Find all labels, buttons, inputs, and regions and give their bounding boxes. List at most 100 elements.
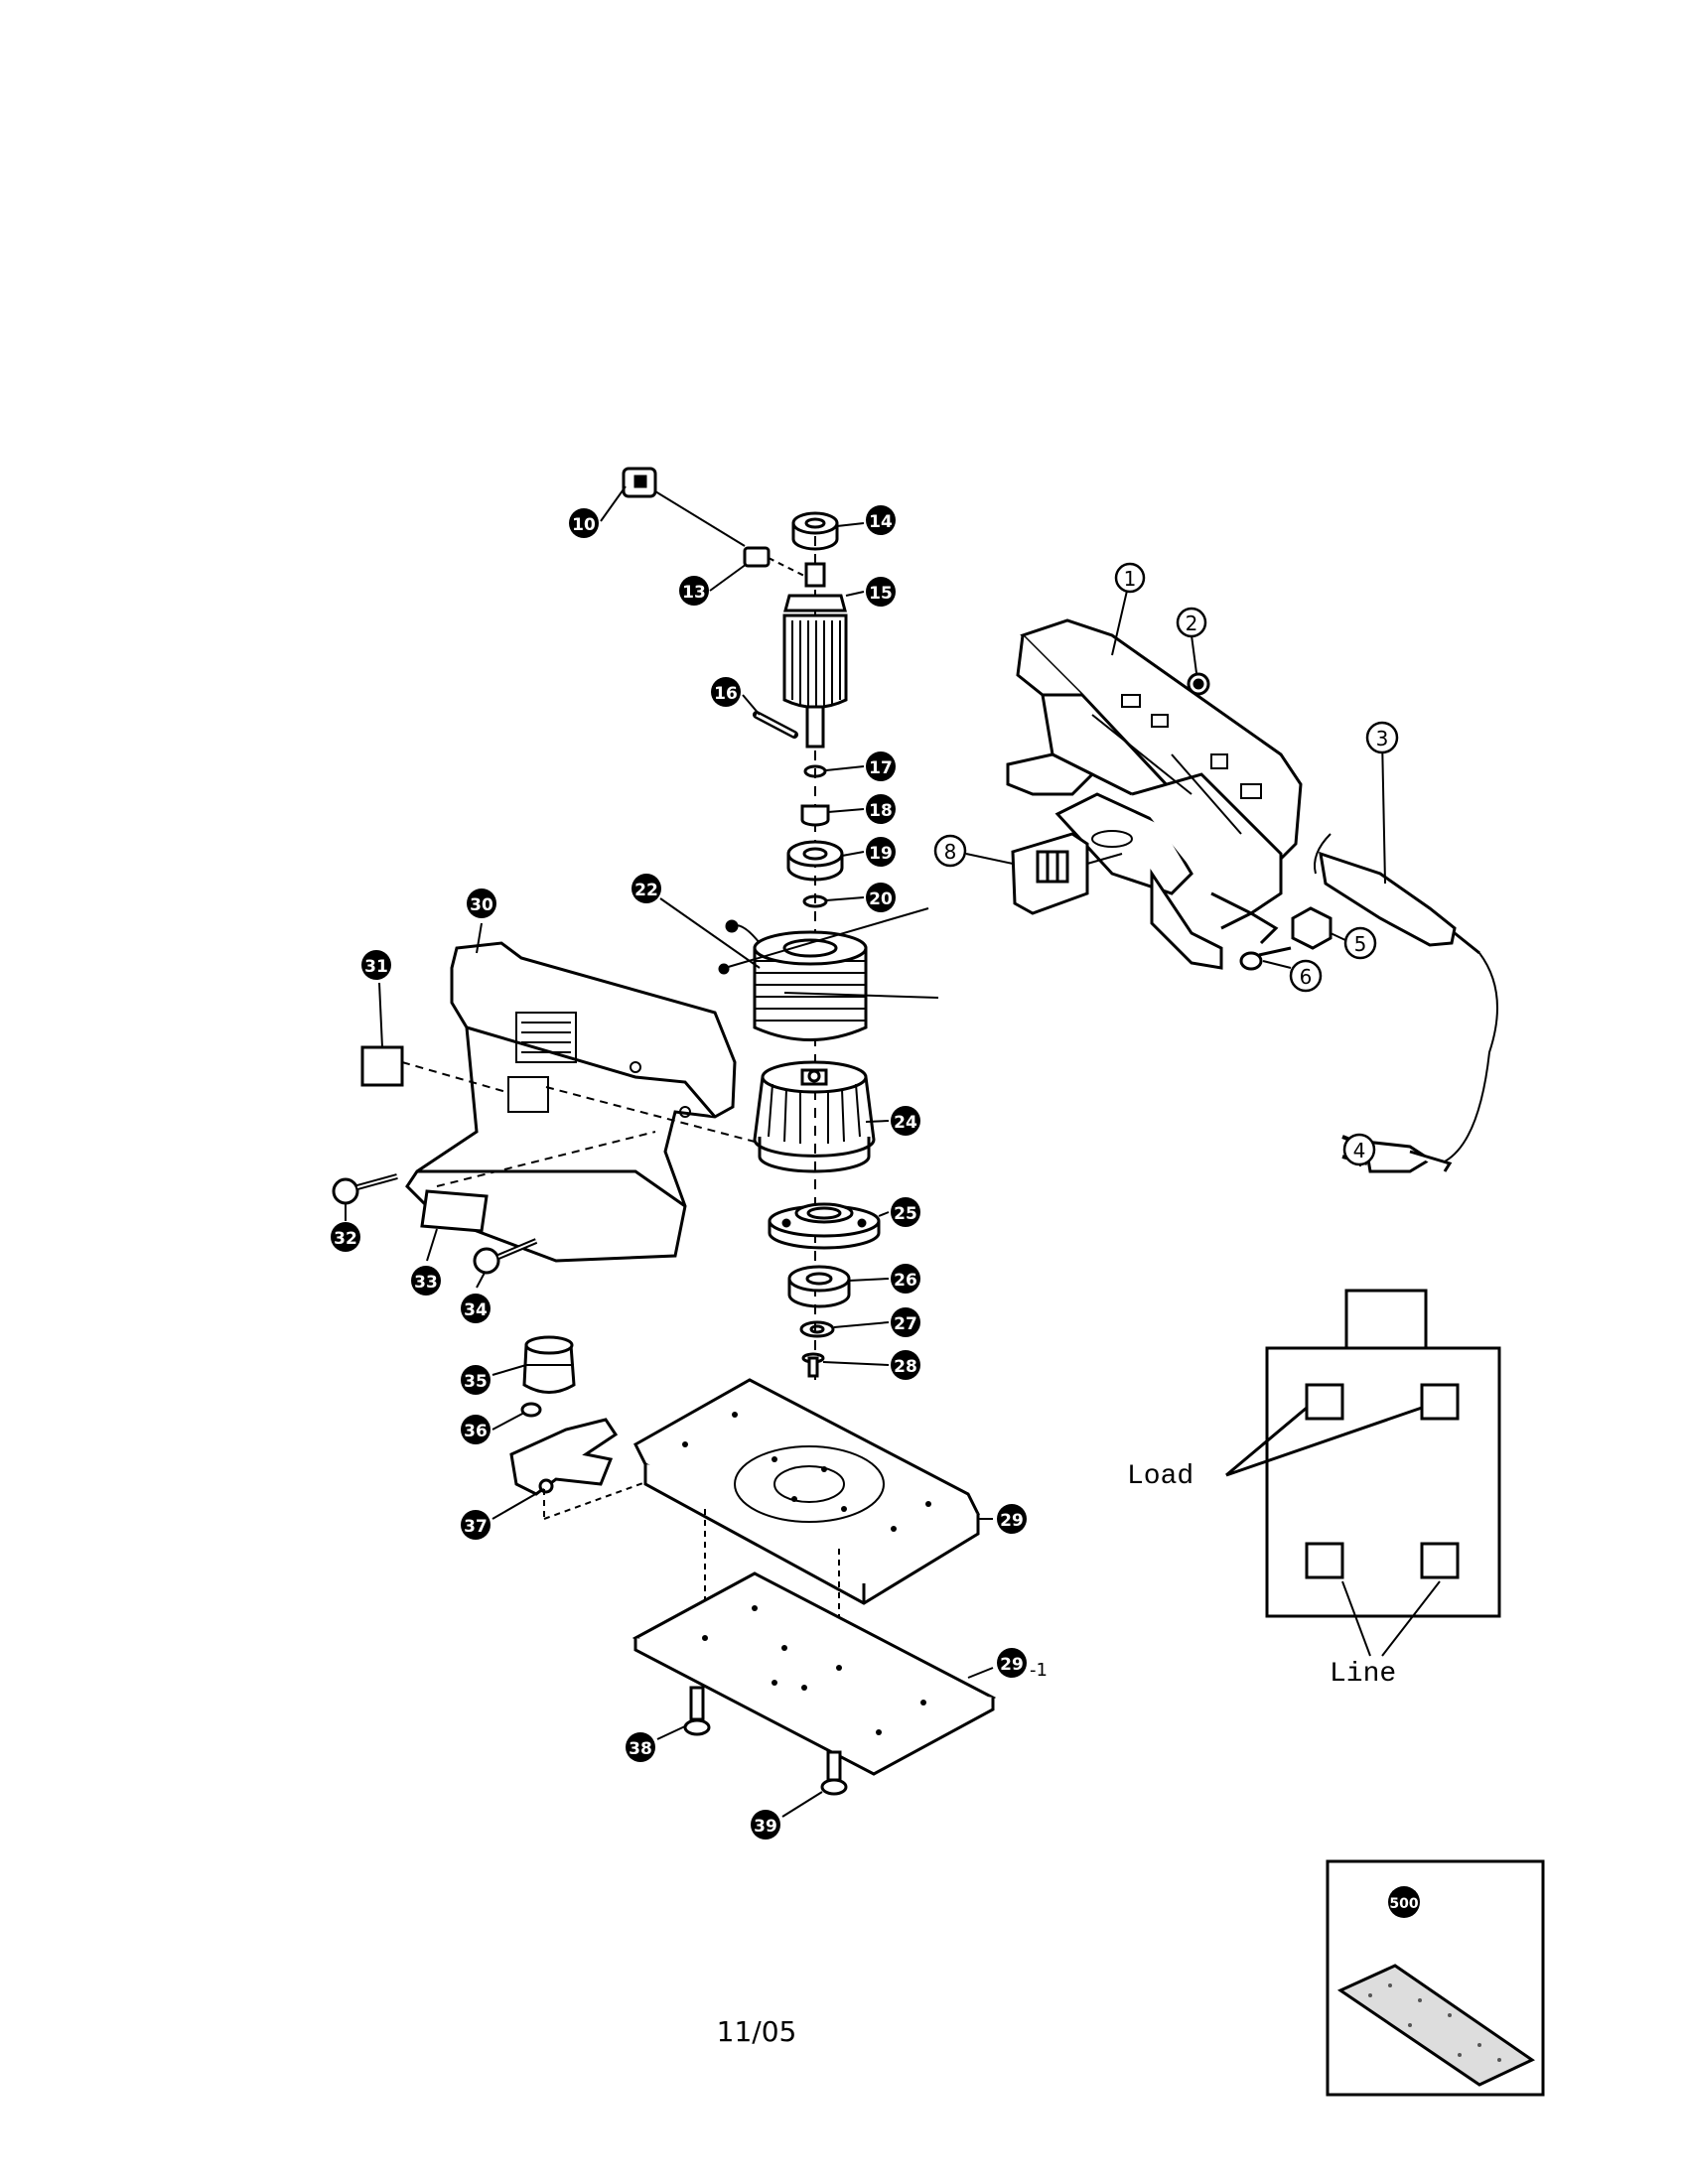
screw-part	[683, 1686, 711, 1736]
part-callout-18: 18	[866, 794, 896, 824]
housing-cover-part	[405, 941, 756, 1263]
part-callout-500: 500	[1388, 1886, 1420, 1918]
part-callout-20: 20	[866, 883, 896, 912]
terminal-line-right	[1420, 1542, 1460, 1579]
field-coil-part	[718, 907, 939, 1041]
date-code: 11/05	[717, 2015, 797, 2048]
part-callout-32: 32	[331, 1222, 360, 1252]
weight-part	[522, 1335, 576, 1394]
part-callout-22: 22	[632, 874, 661, 903]
part-callout-39: 39	[751, 1810, 780, 1840]
svg-text:3: 3	[1376, 727, 1389, 751]
svg-text:30: 30	[470, 895, 493, 915]
part-callout-15: 15	[866, 577, 896, 607]
switch-wiring-inset: Load Line	[1127, 1289, 1501, 1690]
svg-text:20: 20	[869, 889, 893, 909]
svg-text:17: 17	[869, 758, 893, 778]
svg-text:500: 500	[1389, 1896, 1418, 1912]
label-part	[420, 1189, 489, 1233]
part-callout-5: 5	[1343, 926, 1377, 960]
part-callout-25: 25	[891, 1197, 920, 1227]
part-callout-34: 34	[461, 1294, 491, 1323]
part-callout-8: 8	[933, 834, 967, 868]
svg-text:34: 34	[464, 1300, 488, 1320]
load-label: Load	[1127, 1461, 1193, 1492]
part-callout-4: 4	[1342, 1133, 1376, 1166]
svg-text:16: 16	[714, 684, 738, 704]
screw-part	[1187, 672, 1210, 696]
svg-text:25: 25	[894, 1204, 917, 1224]
svg-text:28: 28	[894, 1357, 917, 1377]
svg-text:29: 29	[1000, 1511, 1024, 1531]
power-cord-part	[1314, 833, 1498, 1162]
bearing-part	[791, 511, 839, 551]
terminal-load-left	[1305, 1383, 1344, 1421]
svg-text:5: 5	[1354, 932, 1367, 956]
screw-part	[1239, 946, 1292, 971]
fan-part	[753, 1060, 876, 1173]
counterweight-bracket-part	[509, 1418, 696, 1520]
svg-text:18: 18	[869, 801, 893, 821]
washer-part	[799, 1320, 835, 1338]
svg-text:13: 13	[682, 583, 706, 603]
housing-part	[1006, 618, 1303, 970]
svg-text:22: 22	[634, 881, 658, 900]
washer-part	[520, 1402, 542, 1418]
svg-text:31: 31	[364, 957, 388, 977]
part-callout-3: 3	[1365, 721, 1399, 754]
part-callout-33: 33	[411, 1266, 441, 1296]
svg-text:2: 2	[1186, 612, 1198, 635]
sanding-pad-part	[632, 1571, 997, 1776]
part-callout-6: 6	[1289, 959, 1323, 993]
washer-part	[802, 894, 828, 908]
svg-text:29: 29	[1000, 1655, 1024, 1675]
part-callout-10: 10	[569, 508, 599, 538]
retaining-ring-part	[803, 764, 827, 778]
part-callout-38: 38	[626, 1732, 655, 1762]
svg-text:26: 26	[894, 1271, 917, 1291]
part-callout-35: 35	[461, 1365, 491, 1395]
part-callout-27: 27	[891, 1307, 920, 1337]
svg-text:27: 27	[894, 1314, 917, 1334]
pin-part	[753, 711, 798, 739]
brush-holder-part	[622, 467, 746, 547]
part-callout-29-1: 29 -1	[997, 1648, 1048, 1681]
bearing-part	[786, 840, 844, 882]
svg-text:19: 19	[869, 844, 893, 864]
sanding-sheet-part	[1336, 1964, 1535, 2087]
part-callout-28: 28	[891, 1350, 920, 1380]
part-callout-30: 30	[467, 888, 496, 918]
sanding-sheet-inset: 500	[1326, 1859, 1545, 2097]
part-callout-14: 14	[866, 505, 896, 535]
carbon-brush-part	[743, 546, 805, 577]
part-callout-24: 24	[891, 1106, 920, 1136]
svg-text:33: 33	[414, 1273, 438, 1293]
svg-text:14: 14	[869, 512, 893, 532]
svg-text:-1: -1	[1030, 1660, 1048, 1681]
part-callout-19: 19	[866, 837, 896, 867]
svg-text:24: 24	[894, 1113, 917, 1133]
plug-part	[1341, 1135, 1453, 1173]
svg-text:35: 35	[464, 1372, 488, 1392]
part-callout-2: 2	[1176, 607, 1207, 638]
screw-part	[801, 1352, 825, 1378]
screw-part	[332, 1173, 398, 1205]
leader-lines	[345, 485, 1405, 1972]
switch-part	[1011, 832, 1123, 915]
svg-text:38: 38	[629, 1739, 652, 1759]
part-callout-1: 1	[1114, 562, 1146, 594]
svg-text:10: 10	[572, 515, 596, 535]
part-callout-29: 29	[997, 1504, 1027, 1534]
part-callout-36: 36	[461, 1415, 491, 1444]
part-callout-31: 31	[361, 950, 391, 980]
screw-part	[473, 1238, 538, 1275]
flange-part	[768, 1202, 881, 1250]
motor-stack	[622, 467, 939, 1380]
line-label: Line	[1330, 1659, 1396, 1690]
bushing-part	[800, 804, 830, 827]
terminal-line-left	[1305, 1542, 1344, 1579]
cord-clamp-part	[1291, 906, 1333, 950]
part-callout-16: 16	[711, 677, 741, 707]
svg-text:4: 4	[1353, 1139, 1366, 1162]
part-callout-26: 26	[891, 1264, 920, 1294]
